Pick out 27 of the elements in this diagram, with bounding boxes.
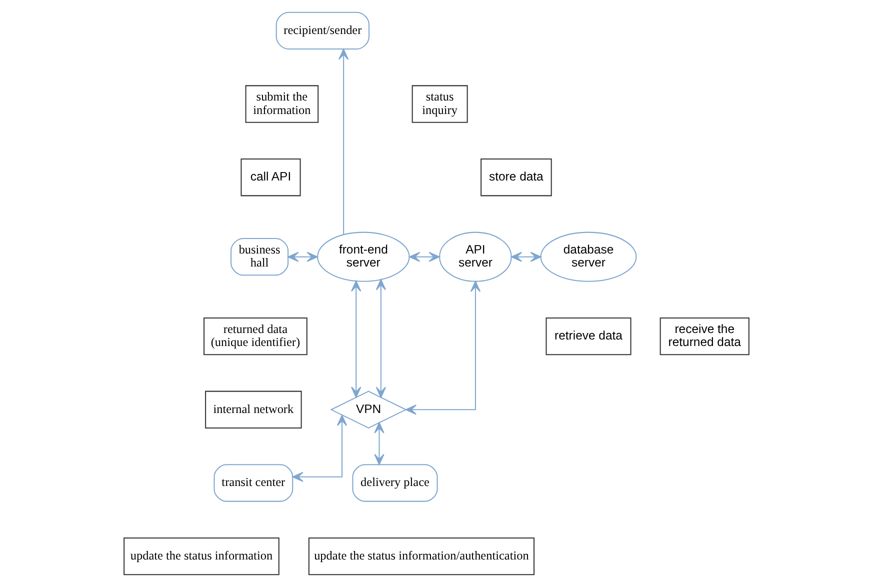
- arrow: [351, 280, 362, 398]
- node-box: retrieve data: [546, 317, 632, 356]
- arrow: [409, 252, 440, 262]
- node-box: recipient/sender: [276, 12, 370, 50]
- node-box: transit center: [214, 464, 294, 502]
- arrow: [338, 48, 349, 234]
- arrow: [374, 422, 384, 465]
- arrow: [292, 414, 348, 482]
- node-box: returned data (unique identifier): [204, 317, 308, 356]
- node-box: delivery place: [352, 464, 438, 502]
- node-box: receive the returned data: [660, 317, 750, 356]
- node-ellipse: database server: [540, 232, 637, 282]
- arrow: [405, 280, 481, 415]
- arrow: [376, 279, 386, 398]
- node-box: update the status information/authentication: [308, 537, 535, 576]
- node-diamond: VPN: [330, 390, 407, 429]
- node-ellipse: API server: [439, 232, 512, 282]
- node-box: submit the information: [245, 85, 319, 123]
- node-box: business hall: [230, 238, 289, 276]
- node-box: status inquiry: [412, 85, 468, 123]
- node-ellipse: front-end server: [317, 232, 410, 282]
- node-box: store data: [480, 158, 552, 196]
- node-box: call API: [240, 158, 301, 196]
- arrow: [511, 252, 542, 262]
- node-box: internal network: [205, 390, 302, 428]
- node-box: update the status information: [124, 537, 280, 576]
- arrow: [288, 252, 318, 262]
